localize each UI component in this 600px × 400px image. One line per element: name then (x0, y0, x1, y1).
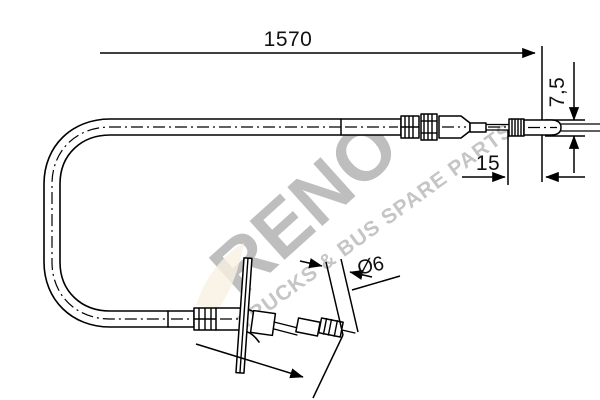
cable-centerline (51, 126, 341, 320)
watermark-leaf-shape (196, 243, 244, 309)
lower-branch-group (167, 257, 356, 374)
dimension-overall-length: 1570 (100, 28, 536, 59)
diameter-arrow-left (299, 258, 323, 269)
end-nipple-hatch-2 (327, 318, 333, 336)
cable-sheath-inner (59, 134, 342, 312)
dimension-end-segment: 15 (462, 130, 585, 185)
nipple-block-body (249, 309, 277, 337)
lower-thin-rod (273, 321, 299, 336)
lower-rod-sleeve (295, 317, 321, 337)
thin-rod-top (273, 321, 299, 329)
threaded-nut (420, 113, 438, 141)
dimension-lower-leader (195, 334, 344, 399)
lower-bent-tube-bottom (215, 329, 260, 343)
dimension-label-15: 15 (476, 152, 500, 175)
diameter-leader-line (351, 275, 401, 291)
lower-nipple-block (249, 309, 277, 337)
retaining-pin-center (239, 258, 249, 373)
nipple-tail (341, 329, 356, 334)
conical-ferrule (438, 115, 471, 139)
dimension-end-height: 7,5 (545, 62, 585, 173)
lower-connector (193, 307, 217, 331)
connector-block-1 (400, 115, 420, 139)
cable-sheath-outer (43, 118, 342, 328)
end-knurled-ferrule (508, 118, 525, 137)
upper-sleeve-1 (340, 118, 402, 136)
rod-sleeve-body (295, 317, 321, 337)
dimension-label-1570: 1570 (264, 28, 313, 51)
end-nipple-hatch-1 (322, 317, 328, 335)
end-nipple-hatch-3 (333, 319, 339, 337)
inner-wire-segment (469, 122, 510, 133)
dimension-nipple-diameter: Ø6 (299, 253, 401, 336)
retaining-pin (235, 257, 253, 374)
lower-leader-arrow (195, 343, 304, 379)
thin-rod-bottom (273, 328, 298, 336)
dimension-label-diameter: Ø6 (355, 253, 386, 280)
dimension-label-75: 7,5 (546, 77, 569, 108)
diameter-witness-left (325, 261, 344, 336)
terminal-end-fitting (523, 119, 600, 136)
diameter-witness-right (340, 258, 359, 333)
lower-leader-extension (312, 334, 344, 399)
diameter-arrow-right (349, 269, 373, 280)
cable-body-group (43, 113, 600, 328)
end-ferrule-body (508, 118, 525, 137)
lower-sleeve-1 (167, 310, 195, 328)
wire-collar (469, 122, 487, 133)
terminal-body (523, 119, 562, 136)
